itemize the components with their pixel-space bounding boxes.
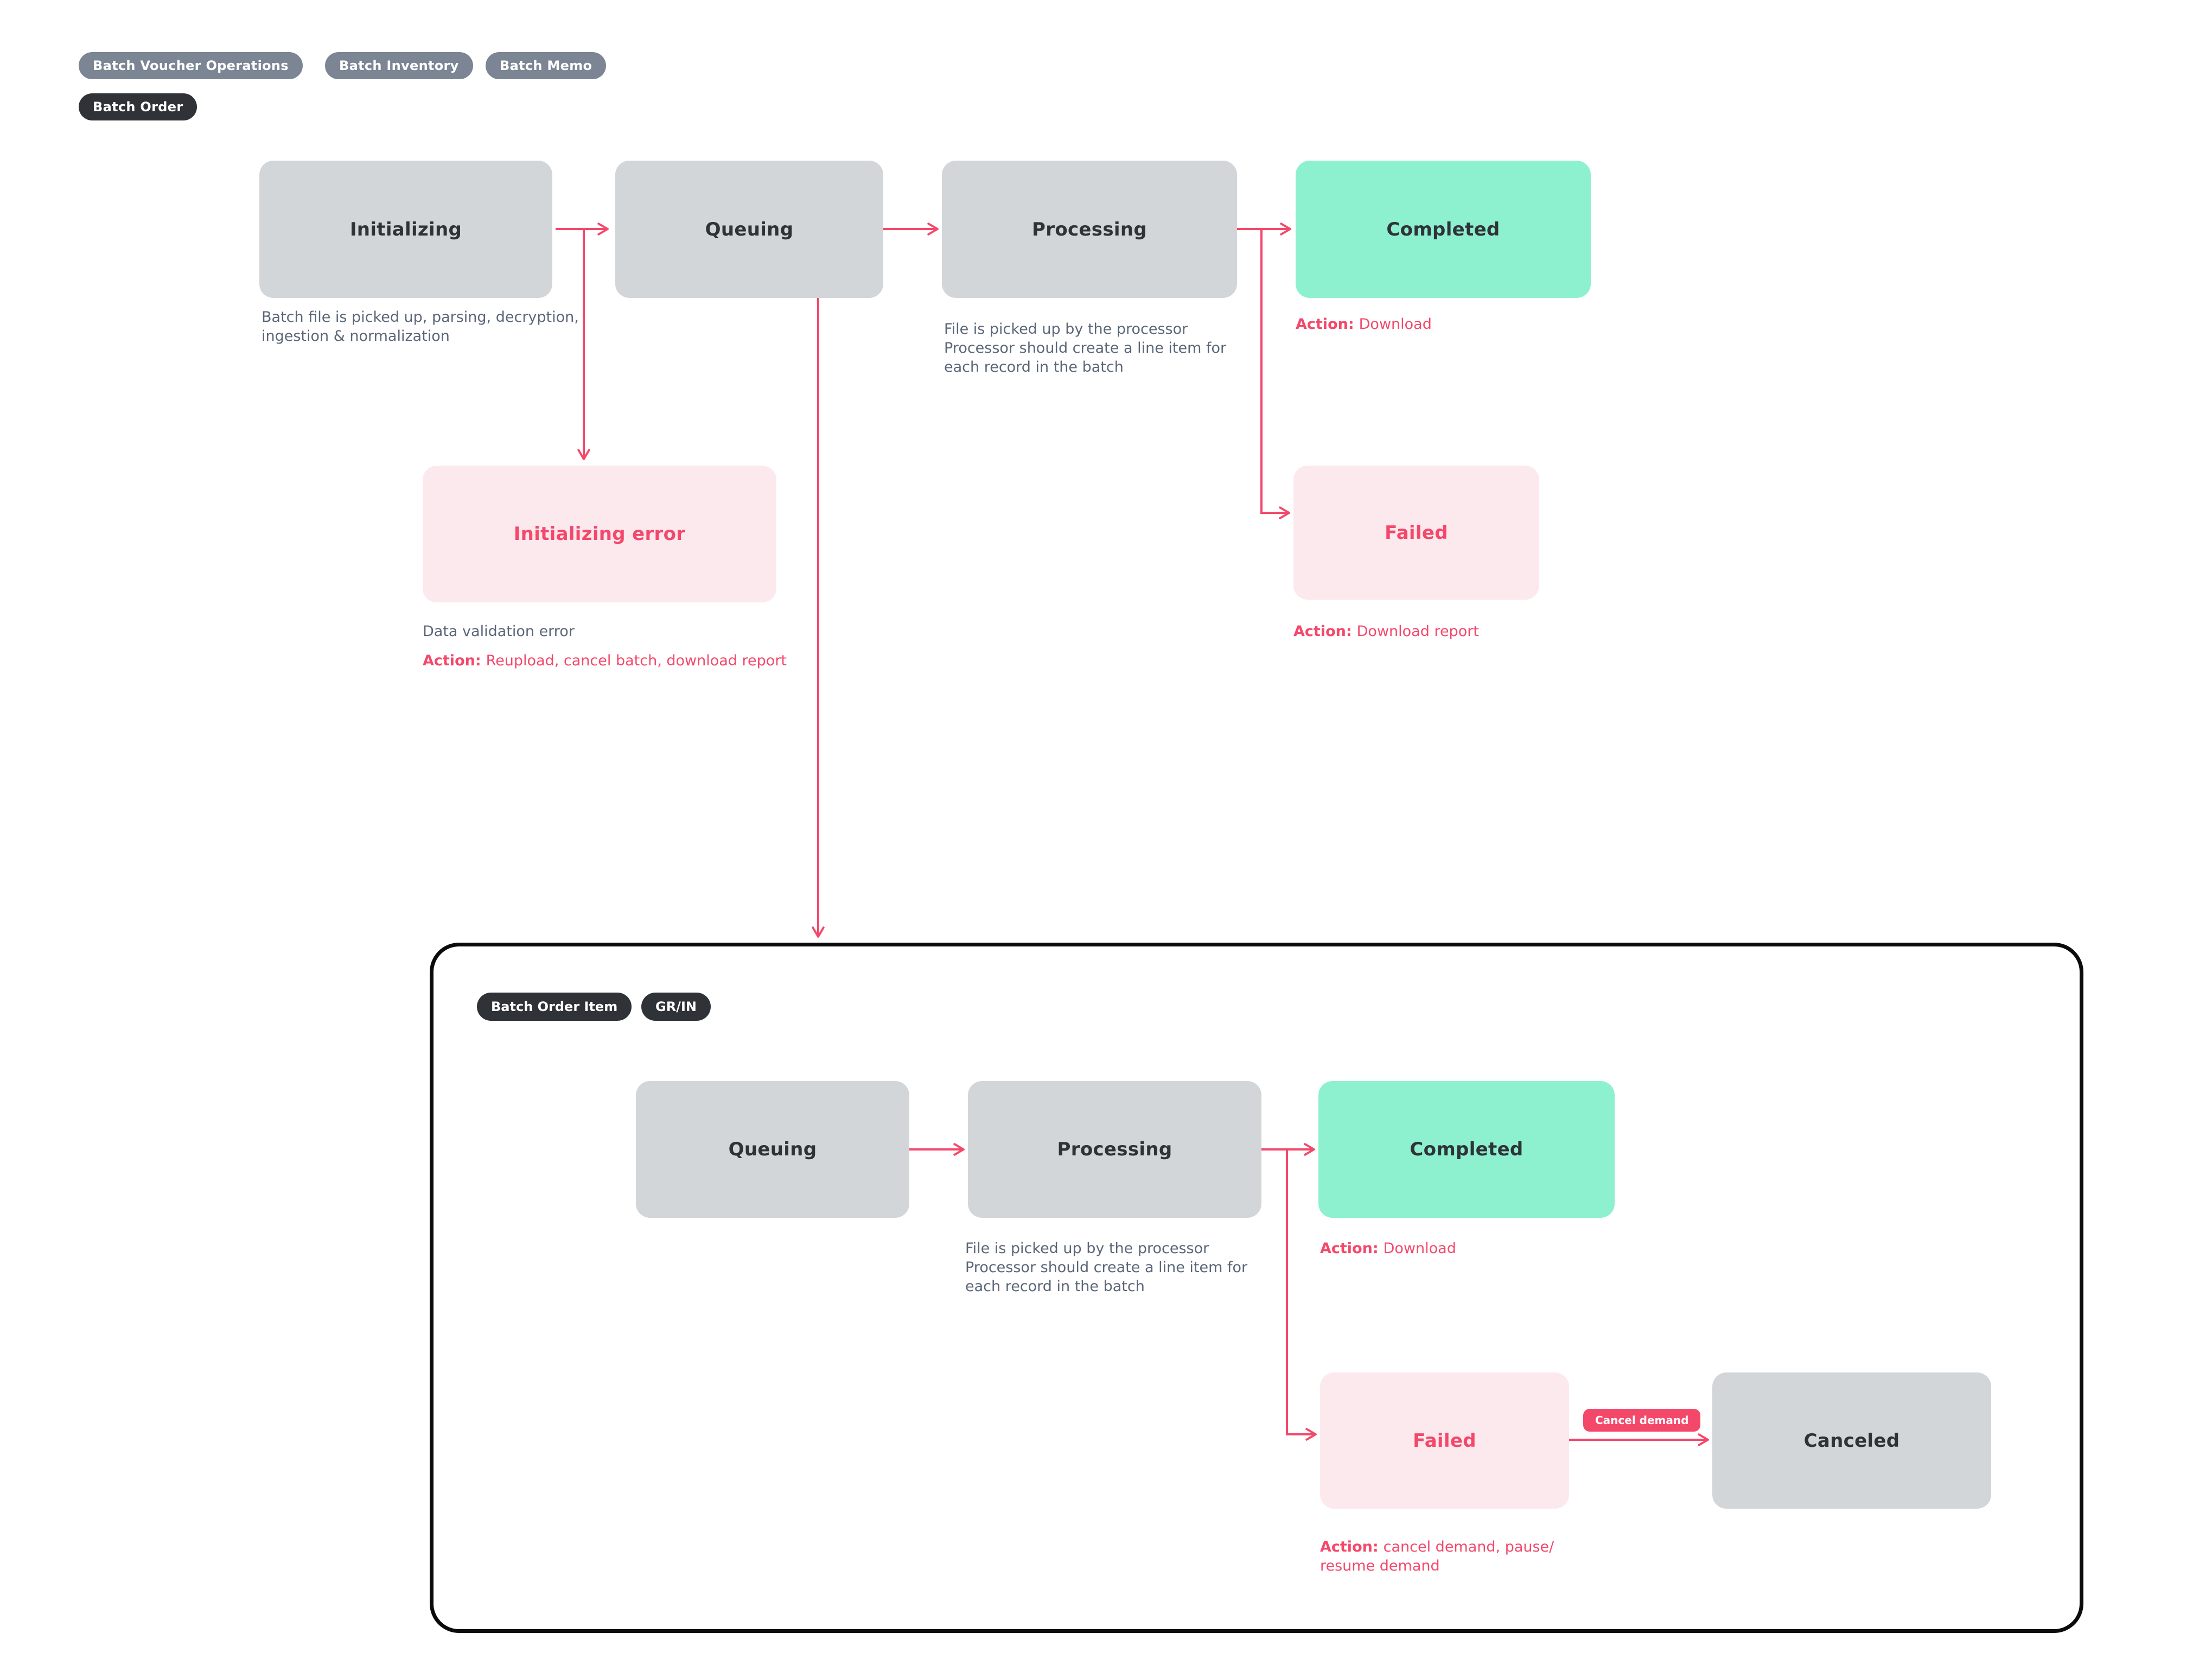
legend-pill-batch-memo[interactable]: Batch Memo bbox=[486, 52, 607, 79]
item-flow-container bbox=[430, 943, 2083, 1633]
node-label: Processing bbox=[1032, 218, 1147, 240]
node-failed[interactable]: Failed bbox=[1293, 466, 1539, 600]
action-prefix: Action: bbox=[1320, 1539, 1379, 1555]
node-item-failed[interactable]: Failed bbox=[1320, 1372, 1569, 1509]
node-label: Canceled bbox=[1803, 1429, 1900, 1452]
node-label: Initializing bbox=[349, 218, 462, 240]
node-label: Processing bbox=[1057, 1139, 1172, 1160]
action-value: Reupload, cancel batch, download report bbox=[486, 652, 787, 669]
node-canceled[interactable]: Canceled bbox=[1712, 1372, 1991, 1509]
node-label: Completed bbox=[1386, 218, 1500, 240]
node-label: Initializing error bbox=[513, 523, 686, 545]
badge-batch-order-item[interactable]: Batch Order Item bbox=[477, 993, 632, 1021]
node-item-queuing[interactable]: Queuing bbox=[636, 1081, 909, 1218]
node-initializing[interactable]: Initializing bbox=[259, 161, 552, 298]
action-value: Download bbox=[1383, 1240, 1456, 1257]
node-label: Failed bbox=[1385, 522, 1448, 544]
edge-label-cancel-demand[interactable]: Cancel demand bbox=[1583, 1409, 1701, 1432]
node-label: Queuing bbox=[705, 218, 794, 240]
node-item-completed[interactable]: Completed bbox=[1318, 1081, 1615, 1218]
legend-pill-batch-inventory[interactable]: Batch Inventory bbox=[325, 52, 473, 79]
node-completed[interactable]: Completed bbox=[1296, 161, 1591, 298]
node-queuing[interactable]: Queuing bbox=[615, 161, 883, 298]
legend-pill-batch-voucher-operations[interactable]: Batch Voucher Operations bbox=[79, 52, 303, 79]
action-value: Download report bbox=[1356, 623, 1479, 640]
action-failed: Action:Download report bbox=[1293, 622, 1479, 641]
desc-initializing: Batch file is picked up, parsing, decryp… bbox=[262, 309, 579, 345]
node-item-processing[interactable]: Processing bbox=[968, 1081, 1261, 1218]
desc-processing: File is picked up by the processor Proce… bbox=[944, 321, 1227, 376]
action-prefix: Action: bbox=[1293, 623, 1352, 640]
action-prefix: Action: bbox=[1296, 316, 1354, 333]
action-prefix: Action: bbox=[423, 652, 481, 669]
action-initializing-error: Action: Reupload, cancel batch, download … bbox=[423, 651, 787, 670]
badge-gr-in[interactable]: GR/IN bbox=[641, 993, 711, 1021]
node-label: Failed bbox=[1413, 1429, 1476, 1452]
node-initializing-error[interactable]: Initializing error bbox=[423, 466, 776, 602]
action-completed: Action: Download bbox=[1296, 315, 1432, 334]
desc-item-processing: File is picked up by the processor Proce… bbox=[965, 1240, 1248, 1295]
desc-initializing-error: Data validation error bbox=[423, 623, 575, 640]
node-label: Completed bbox=[1410, 1139, 1523, 1160]
action-item-failed: Action:cancel demand, pause/ resume dema… bbox=[1320, 1537, 1554, 1575]
action-item-completed: Action:Download bbox=[1320, 1239, 1456, 1258]
node-processing[interactable]: Processing bbox=[942, 161, 1237, 298]
action-prefix: Action: bbox=[1320, 1240, 1379, 1257]
legend-pill-batch-order[interactable]: Batch Order bbox=[79, 93, 197, 120]
action-value: Download bbox=[1359, 316, 1432, 333]
action-value: cancel demand, pause/ resume demand bbox=[1320, 1539, 1554, 1574]
node-label: Queuing bbox=[728, 1139, 817, 1160]
